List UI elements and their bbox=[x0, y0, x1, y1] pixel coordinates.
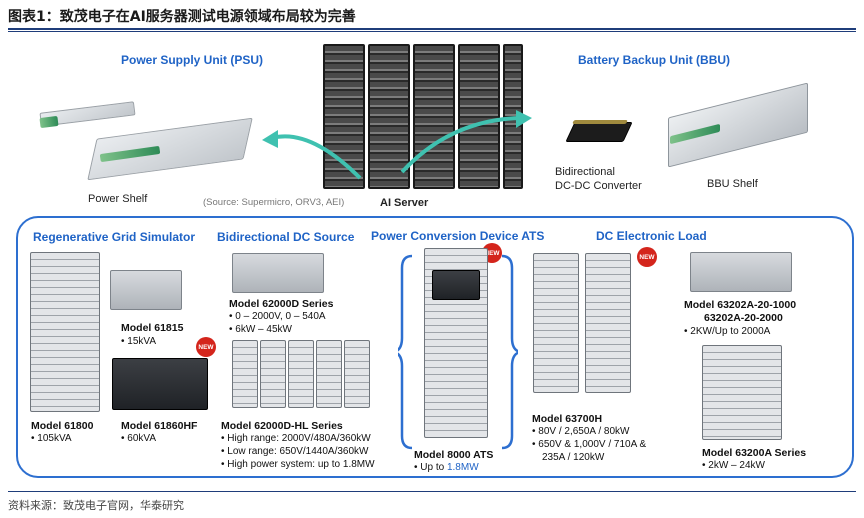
model-63202a-image bbox=[690, 252, 792, 292]
ats-braces bbox=[398, 254, 518, 450]
model-61815-spec: • 15kVA bbox=[121, 336, 157, 347]
model-63700h-spec-1: • 80V / 2,650A / 80kW bbox=[532, 426, 630, 437]
model-63700h-image bbox=[533, 253, 579, 393]
model-62000d-spec-1: • 0 – 2000V, 0 – 540A bbox=[229, 311, 326, 322]
model-62000d-image bbox=[232, 253, 324, 293]
model-63200a-name: Model 63200A Series bbox=[702, 447, 807, 459]
footer-rule bbox=[8, 491, 856, 492]
server-rack-image bbox=[368, 44, 410, 189]
footer-source: 资料来源：致茂电子官网，华泰研究 bbox=[8, 499, 184, 512]
model-61860hf-spec: • 60kVA bbox=[121, 433, 157, 444]
power-shelf-caption: Power Shelf bbox=[88, 193, 148, 205]
model-61860hf-name: Model 61860HF bbox=[121, 420, 198, 432]
model-63700h-spec-2: • 650V & 1,000V / 710A & bbox=[532, 439, 647, 450]
model-63202a-name-2: 63202A-20-2000 bbox=[704, 312, 783, 324]
left-brace bbox=[398, 254, 413, 450]
figure-title: 图表1：致茂电子在AI服务器测试电源领域布局较为完善 bbox=[8, 9, 356, 25]
model-62000d-hl-image bbox=[288, 340, 314, 408]
category-bidi: Bidirectional DC Source bbox=[217, 230, 355, 244]
title-rule bbox=[8, 28, 856, 30]
new-badge: NEW bbox=[196, 337, 216, 357]
category-load: DC Electronic Load bbox=[596, 229, 707, 243]
category-ats: Power Conversion Device ATS bbox=[371, 229, 545, 243]
bbu-shelf-image bbox=[668, 82, 808, 168]
ai-server-caption: AI Server bbox=[380, 197, 429, 209]
model-62000d-spec-2: • 6kW – 45kW bbox=[229, 324, 292, 335]
model-8000-ats-spec: • Up to 1.8MW bbox=[414, 462, 479, 473]
model-62000d-hl-image bbox=[232, 340, 258, 408]
flow-arrows bbox=[262, 110, 532, 180]
model-61860hf-image bbox=[112, 358, 208, 410]
source-note: (Source: Supermicro, ORV3, AEI) bbox=[203, 197, 345, 208]
right-arrow bbox=[400, 116, 521, 174]
model-63200a-image bbox=[702, 345, 782, 440]
psu-heading: Power Supply Unit (PSU) bbox=[121, 53, 264, 67]
left-arrow-head bbox=[262, 130, 278, 148]
model-63202a-name-1: Model 63202A-20-1000 bbox=[684, 299, 797, 311]
model-8000-ats-name: Model 8000 ATS bbox=[414, 449, 494, 461]
psu-connector-image bbox=[39, 115, 59, 129]
model-61800-spec: • 105kVA bbox=[31, 433, 72, 444]
model-62000d-hl-spec-3: • High power system: up to 1.8MW bbox=[221, 459, 375, 470]
model-62000d-hl-image bbox=[316, 340, 342, 408]
converter-caption-1: Bidirectional bbox=[555, 166, 615, 178]
model-62000d-hl-image bbox=[344, 340, 370, 408]
model-63200a-spec: • 2kW – 24kW bbox=[702, 460, 765, 471]
model-62000d-hl-spec-2: • Low range: 650V/1440A/360kW bbox=[221, 446, 369, 457]
model-61815-image bbox=[110, 270, 182, 310]
model-61815-name: Model 61815 bbox=[121, 322, 184, 334]
power-shelf-image bbox=[87, 117, 253, 181]
converter-top-image bbox=[572, 120, 628, 124]
model-62000d-name: Model 62000D Series bbox=[229, 298, 334, 310]
server-rack-image bbox=[413, 44, 455, 189]
model-61800-name: Model 61800 bbox=[31, 420, 94, 432]
converter-caption-2: DC-DC Converter bbox=[555, 180, 642, 192]
right-brace bbox=[501, 254, 518, 450]
new-badge: NEW bbox=[637, 247, 657, 267]
title-rule-thin bbox=[8, 31, 856, 32]
right-arrow-head bbox=[516, 110, 532, 128]
ats-screen-image bbox=[432, 270, 480, 300]
left-arrow bbox=[271, 134, 362, 180]
bbu-heading: Battery Backup Unit (BBU) bbox=[578, 53, 731, 67]
model-63700h-spec-3: 235A / 120kW bbox=[542, 452, 605, 463]
model-62000d-hl-image bbox=[260, 340, 286, 408]
model-63700h-name: Model 63700H bbox=[532, 413, 603, 425]
dc-dc-converter-image bbox=[565, 122, 633, 142]
model-61800-image bbox=[30, 252, 100, 412]
server-rack-image bbox=[458, 44, 500, 189]
model-63700h-image bbox=[585, 253, 631, 393]
bbu-shelf-caption: BBU Shelf bbox=[707, 178, 758, 190]
category-regen: Regenerative Grid Simulator bbox=[33, 230, 196, 244]
product-panel bbox=[16, 216, 854, 478]
model-62000d-hl-name: Model 62000D-HL Series bbox=[221, 420, 343, 432]
model-62000d-hl-spec-1: • High range: 2000V/480A/360kW bbox=[221, 433, 371, 444]
model-63202a-spec: • 2KW/Up to 2000A bbox=[684, 326, 771, 337]
